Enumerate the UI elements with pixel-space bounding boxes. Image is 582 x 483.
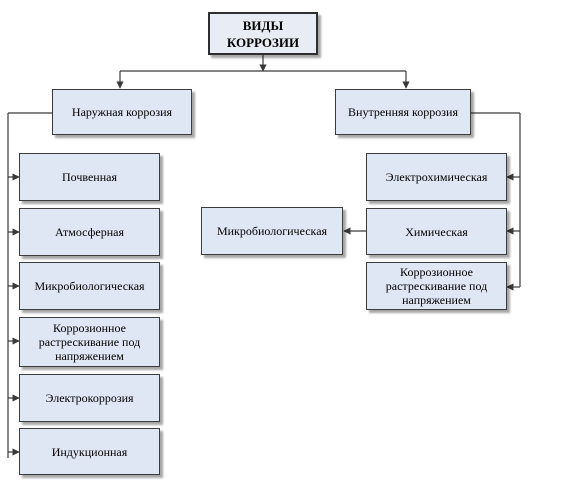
external-item-soil: Почвенная [19, 153, 160, 201]
external-item-induction: Индукционная [19, 428, 160, 475]
internal-corrosion-node: Внутренняя коррозия [335, 89, 471, 135]
external-corrosion-node: Наружная коррозия [52, 89, 192, 135]
root-node: ВИДЫ КОРРОЗИИ [208, 12, 318, 55]
external-item-stress-cracking: Коррозионное растрескивание под напряжен… [19, 317, 160, 367]
external-item-microbiological: Микробиологическая [19, 262, 160, 310]
internal-item-stress-cracking: Коррозионное растрескивание под напряжен… [366, 262, 507, 310]
internal-microbiological-node: Микробиологическая [201, 207, 343, 255]
external-item-electrocorrosion: Электрокоррозия [19, 374, 160, 422]
external-item-atmospheric: Атмосферная [19, 208, 160, 256]
internal-item-electrochemical: Электрохимическая [366, 153, 507, 201]
internal-item-chemical: Химическая [366, 208, 507, 255]
